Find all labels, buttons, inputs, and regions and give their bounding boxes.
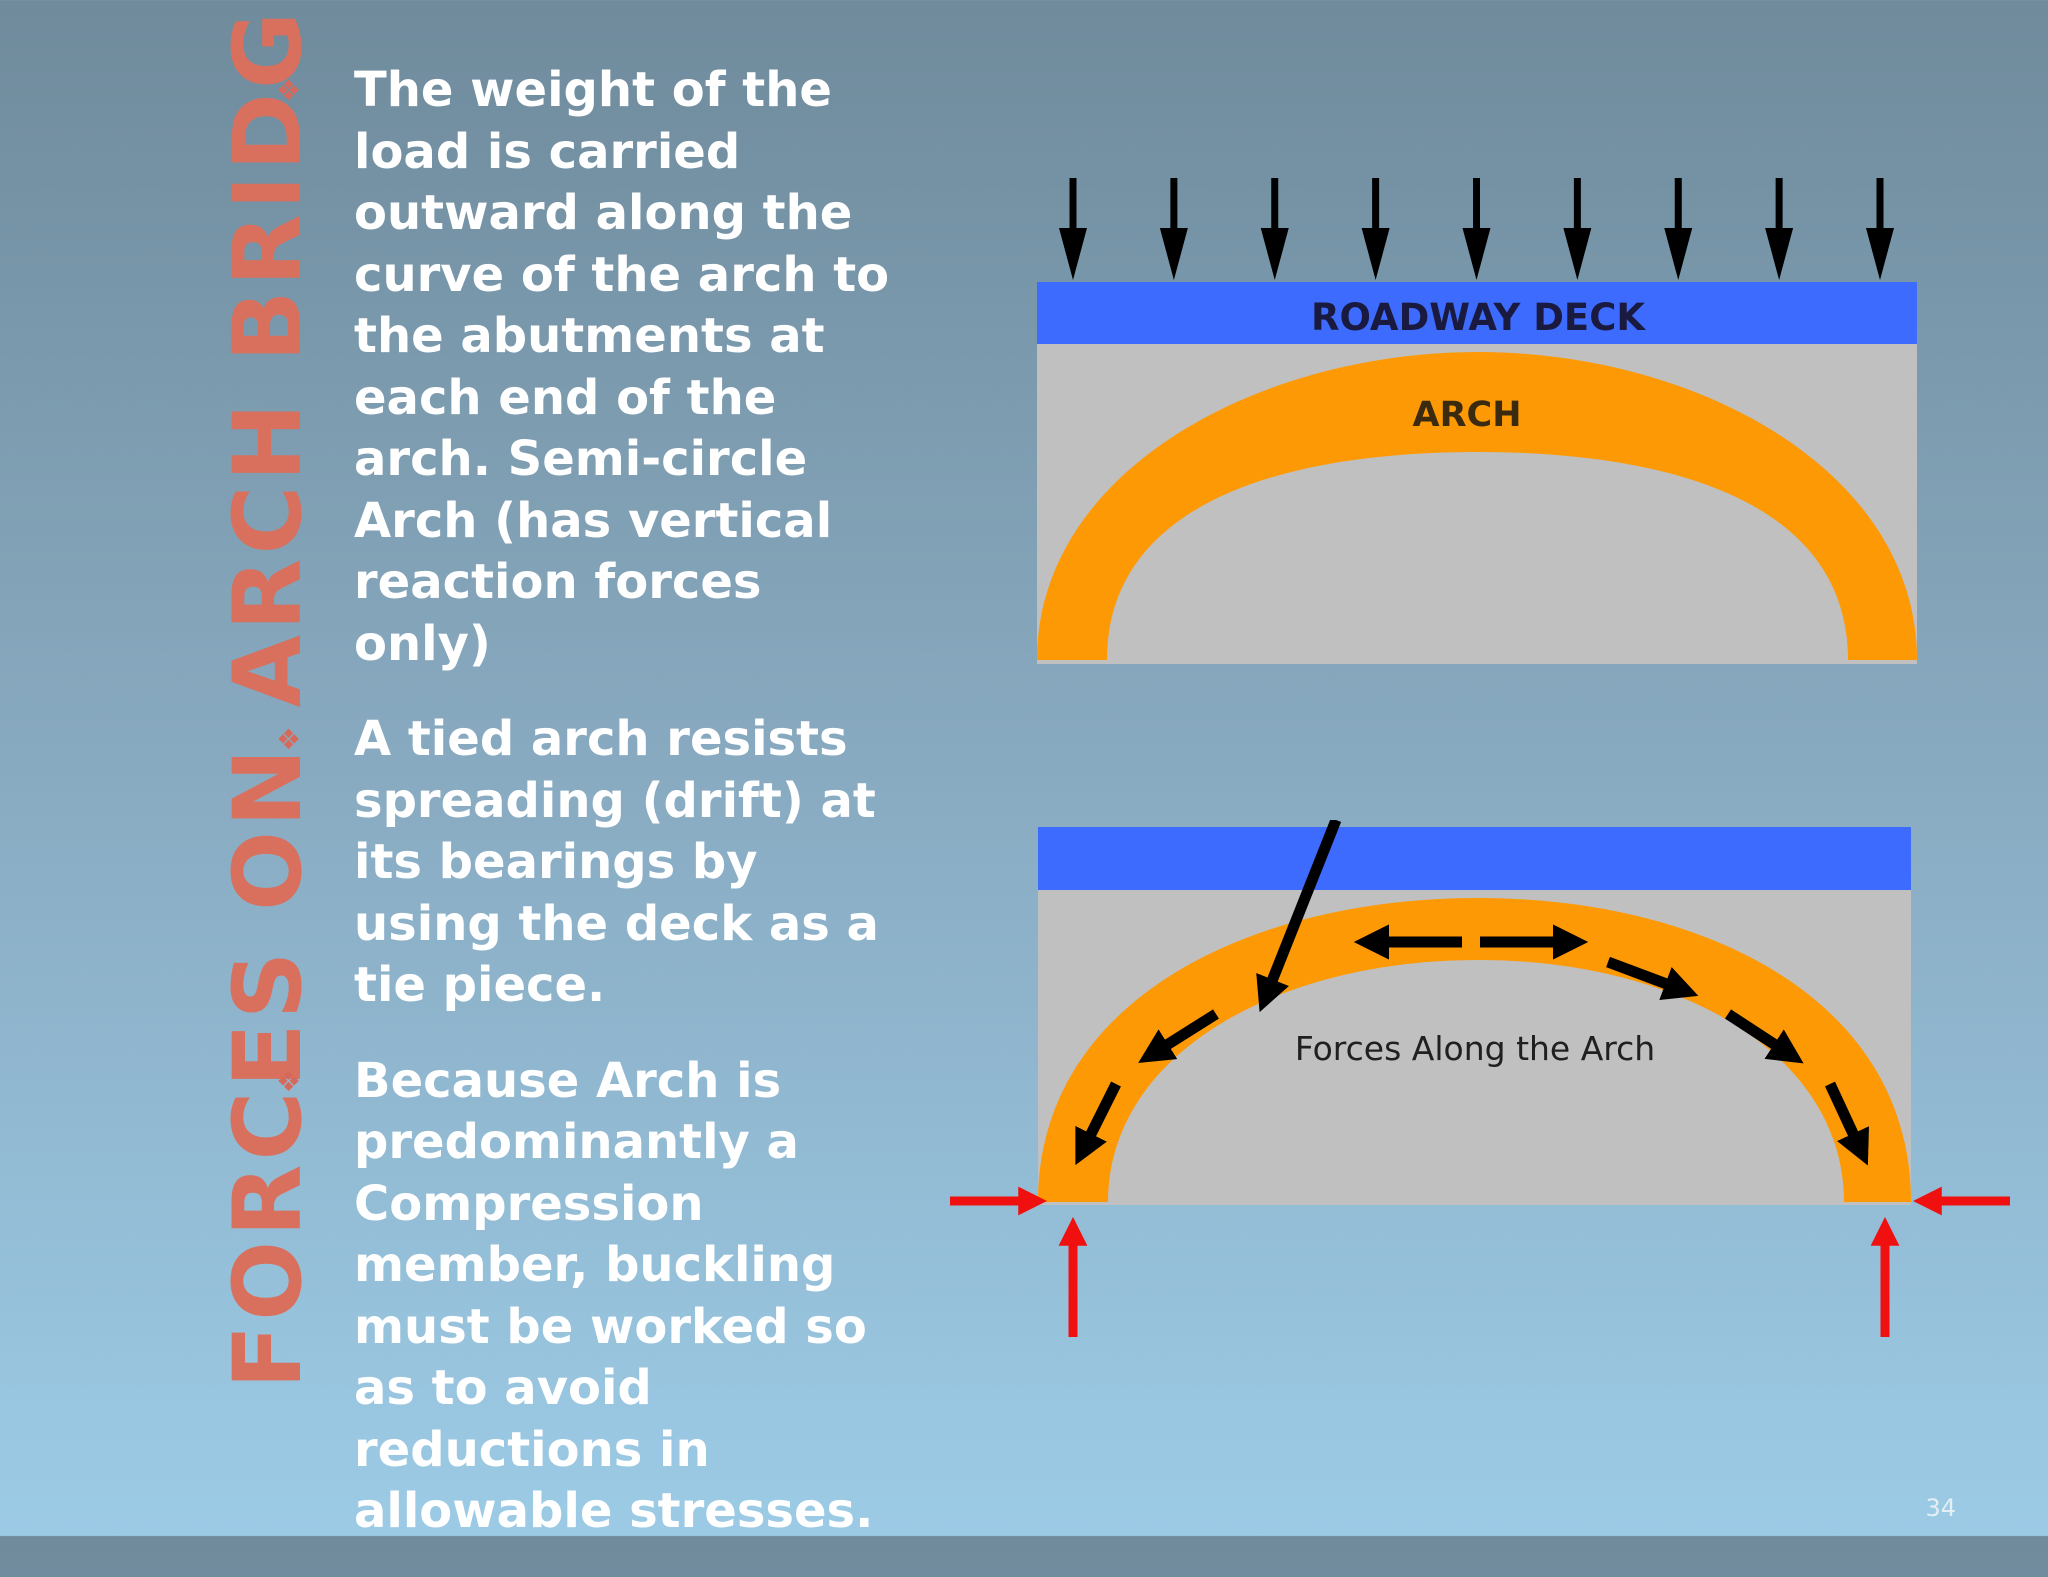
- arch-forces-diagram: Forces Along the Arch: [950, 820, 2010, 1337]
- load-arrow: [1664, 178, 1693, 280]
- force-arrow: [1075, 1081, 1121, 1166]
- force-arrow: [1724, 1009, 1804, 1064]
- diamond-bullet-icon: ❖: [276, 723, 302, 756]
- deck-label: ROADWAY DECK: [1311, 296, 1646, 339]
- load-arrow: [1059, 178, 1087, 280]
- arch-label: ARCH: [1412, 395, 1521, 435]
- load-arrow: [1866, 178, 1894, 280]
- bullet-text: Because Arch is predominantly a Compress…: [354, 1052, 874, 1540]
- load-arrow: [1462, 178, 1491, 280]
- bullet-item: ❖ Because Arch is predominantly a Compre…: [272, 1051, 912, 1543]
- bullet-text: The weight of the load is carried outwar…: [354, 62, 890, 672]
- load-arrow: [1765, 178, 1794, 280]
- force-arrow: [1138, 1009, 1219, 1064]
- force-arrow: [1256, 820, 1342, 1013]
- bullet-item: ❖ The weight of the load is carried outw…: [272, 60, 912, 675]
- bullet-list: ❖ The weight of the load is carried outw…: [272, 60, 912, 1577]
- bullet-text: A tied arch resists spreading (drift) at…: [354, 711, 879, 1013]
- tie-deck: [1038, 827, 1911, 890]
- arch-shape: [1037, 352, 1917, 660]
- diamond-bullet-icon: ❖: [276, 1064, 302, 1098]
- arch-forces-caption: Forces Along the Arch: [1295, 1029, 1655, 1068]
- reaction-arrows: [950, 1186, 2010, 1337]
- arch-load-diagram: ROADWAY DECK ARCH: [1037, 178, 1917, 664]
- load-arrows: [1059, 178, 1894, 280]
- load-arrow: [1260, 178, 1289, 280]
- diamond-bullet-icon: ❖: [276, 74, 302, 107]
- page-number: 34: [1925, 1494, 1956, 1522]
- load-arrow: [1563, 178, 1592, 280]
- force-arrow: [1825, 1081, 1869, 1166]
- load-arrow: [1361, 178, 1390, 280]
- force-arrow: [1606, 956, 1699, 1001]
- compression-arrows: [1075, 820, 1869, 1166]
- roadway-deck: [1037, 282, 1917, 344]
- bullet-item: ❖ A tied arch resists spreading (drift) …: [272, 709, 912, 1017]
- load-arrow: [1159, 178, 1188, 280]
